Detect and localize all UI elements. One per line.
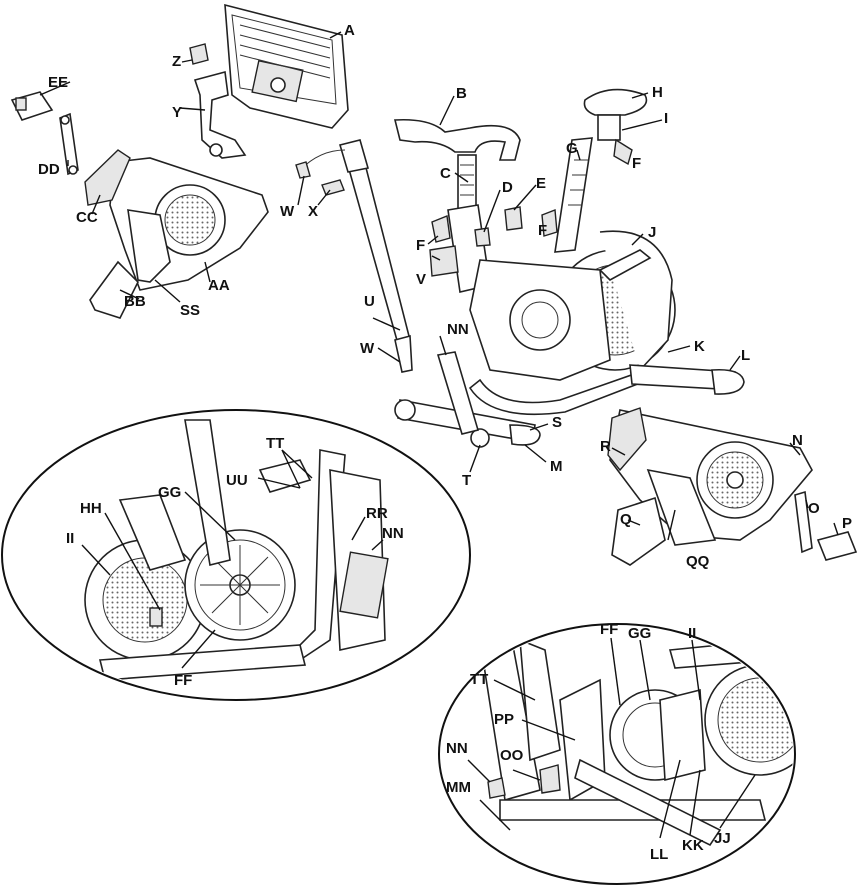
handlebar-mast	[295, 139, 413, 373]
label-jj: JJ	[714, 830, 731, 847]
label-w-upper: W	[280, 203, 295, 220]
left-shroud	[84, 149, 269, 319]
label-x: X	[308, 203, 318, 220]
label-ii-detail2: II	[688, 625, 696, 642]
label-b: B	[456, 85, 467, 102]
label-ff-detail1: FF	[174, 672, 192, 689]
right-shroud	[607, 407, 858, 566]
label-j: J	[648, 224, 656, 241]
label-aa: AA	[208, 277, 230, 294]
label-dd: DD	[38, 161, 60, 178]
label-z: Z	[172, 53, 181, 70]
detail-view-left	[1, 409, 471, 701]
left-pedal-crank	[10, 91, 79, 176]
label-nn-main: NN	[447, 321, 469, 338]
label-f-saddle: F	[632, 155, 641, 172]
label-u: U	[364, 293, 375, 310]
label-y: Y	[172, 104, 182, 121]
label-r: R	[600, 438, 611, 455]
label-pp: PP	[494, 711, 514, 728]
label-i: I	[664, 110, 668, 127]
console-mount-bracket	[189, 43, 247, 159]
label-g: G	[566, 140, 578, 157]
label-w-lower: W	[360, 340, 375, 357]
label-kk: KK	[682, 837, 704, 854]
label-n: N	[792, 432, 803, 449]
label-m: M	[550, 458, 563, 475]
label-d: D	[502, 179, 513, 196]
label-s: S	[552, 414, 562, 431]
label-o: O	[808, 500, 820, 517]
label-t: T	[462, 472, 471, 489]
label-ff-detail2: FF	[600, 621, 618, 638]
label-gg-detail1: GG	[158, 484, 181, 501]
label-tt-detail1: TT	[266, 435, 284, 452]
label-h: H	[652, 84, 663, 101]
label-f-seat: F	[538, 222, 547, 239]
label-nn-detail2: NN	[446, 740, 468, 757]
label-tt-detail2: TT	[470, 671, 488, 688]
label-qq: QQ	[686, 553, 710, 570]
part-labels: A B C D E F F F G H I J K L M N O P Q R …	[38, 22, 852, 863]
console-display	[224, 3, 349, 129]
label-q: Q	[620, 511, 632, 528]
label-oo: OO	[500, 747, 524, 764]
label-ii-detail1: II	[66, 530, 74, 547]
leader-lines	[39, 31, 839, 839]
label-hh: HH	[80, 500, 102, 517]
label-cc: CC	[76, 209, 98, 226]
label-ss: SS	[180, 302, 200, 319]
label-c: C	[440, 165, 451, 182]
label-e: E	[536, 175, 546, 192]
detail-view-right	[438, 623, 796, 885]
label-ll: LL	[650, 846, 668, 863]
label-k: K	[694, 338, 705, 355]
label-uu: UU	[226, 472, 248, 489]
label-v: V	[416, 271, 426, 288]
label-a: A	[344, 22, 355, 39]
label-gg-detail2: GG	[628, 625, 651, 642]
label-mm: MM	[446, 779, 471, 796]
bike-frame	[393, 88, 745, 448]
label-nn-detail1: NN	[382, 525, 404, 542]
label-ee: EE	[48, 74, 68, 91]
label-p: P	[842, 515, 852, 532]
label-bb: BB	[124, 293, 146, 310]
label-rr: RR	[366, 505, 388, 522]
label-f-front: F	[416, 237, 425, 254]
label-l: L	[741, 347, 750, 364]
